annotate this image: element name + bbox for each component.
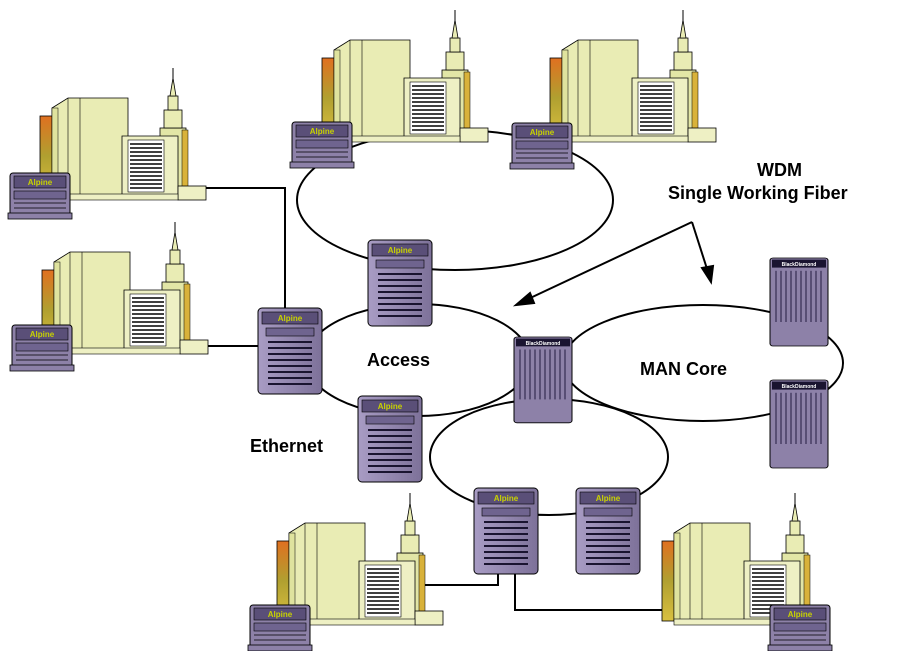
link-bottom-right-building: [514, 568, 665, 611]
alpine-logo-text: Alpine: [388, 246, 413, 255]
arrow-to-man-core: [691, 221, 709, 273]
blackdiamond-logo-text: BlackDiamond: [526, 341, 561, 347]
arrow-to-access: [525, 221, 693, 301]
alpine-switch-top-center: Alpine: [289, 121, 355, 169]
access-label: Access: [367, 350, 431, 370]
blackdiamond-logo-text: BlackDiamond: [782, 262, 817, 268]
ethernet-label: Ethernet: [250, 436, 324, 456]
alpine-tower-bottom-ring-left: Alpine: [473, 487, 539, 575]
alpine-logo-text: Alpine: [530, 128, 555, 137]
alpine-logo-text: Alpine: [268, 610, 293, 619]
alpine-tower-bottom-ring-right: Alpine: [575, 487, 641, 575]
alpine-logo-text: Alpine: [30, 330, 55, 339]
blackdiamond-core-bottom: BlackDiamond: [769, 379, 829, 469]
alpine-tower-top-ring: Alpine: [367, 239, 433, 327]
alpine-logo-text: Alpine: [310, 127, 335, 136]
blackdiamond-core-top: BlackDiamond: [769, 257, 829, 347]
wdm-arrows: [512, 221, 715, 307]
alpine-logo-text: Alpine: [28, 178, 53, 187]
alpine-switch-bottom-left: Alpine: [247, 604, 313, 651]
blackdiamond-center: BlackDiamond: [513, 336, 573, 424]
alpine-logo-text: Alpine: [788, 610, 813, 619]
alpine-tower-ethernet-hub: Alpine: [257, 307, 323, 395]
man-core-label: MAN Core: [640, 359, 728, 379]
alpine-switch-left: Alpine: [9, 324, 75, 372]
alpine-tower-access-lower: Alpine: [357, 395, 423, 483]
alpine-logo-text: Alpine: [378, 402, 403, 411]
wdm-label: WDM: [757, 160, 802, 180]
alpine-switch-top-left: Alpine: [7, 172, 73, 220]
alpine-logo-text: Alpine: [278, 314, 303, 323]
link-topleft-building: [195, 187, 286, 310]
single-working-fiber-label: Single Working Fiber: [668, 183, 848, 203]
alpine-switch-top-right: Alpine: [509, 122, 575, 170]
alpine-switch-bottom-right: Alpine: [767, 604, 833, 651]
blackdiamond-logo-text: BlackDiamond: [782, 384, 817, 390]
building-top-right: [549, 9, 717, 143]
alpine-logo-text: Alpine: [596, 494, 621, 503]
alpine-logo-text: Alpine: [494, 494, 519, 503]
